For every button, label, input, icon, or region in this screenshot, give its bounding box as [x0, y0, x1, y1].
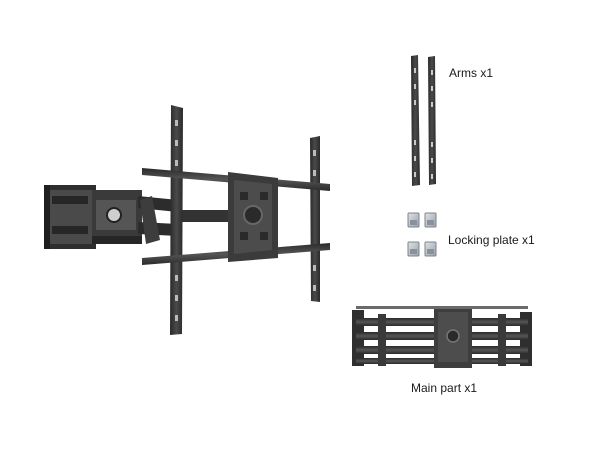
locking-plate-label: Locking plate x1	[448, 233, 535, 247]
arms-part	[411, 55, 436, 186]
locking-plates-part	[407, 212, 437, 257]
assembled-mount	[44, 105, 330, 335]
center-plate	[228, 172, 278, 262]
vertical-rail-left	[170, 105, 183, 335]
wall-plate	[44, 185, 96, 249]
arm-joint	[92, 190, 142, 244]
arms-label: Arms x1	[449, 66, 494, 80]
vertical-rail-right	[310, 136, 320, 302]
main-part	[352, 306, 532, 368]
main-part-label: Main part x1	[411, 381, 478, 395]
